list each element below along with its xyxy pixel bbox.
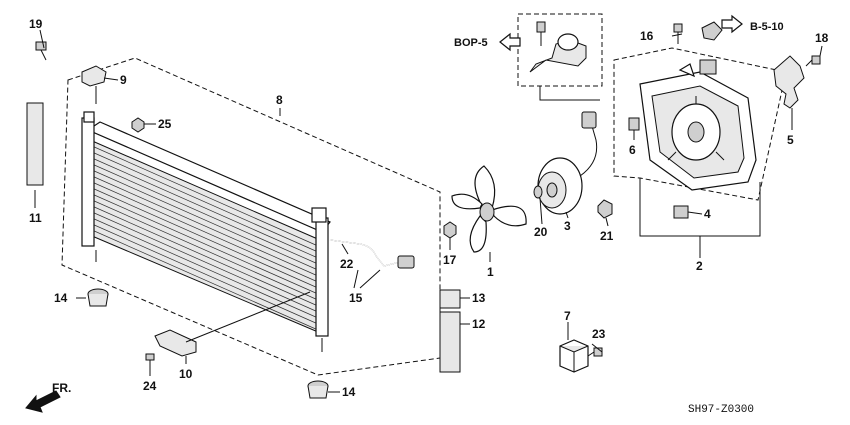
clip-21 <box>597 199 613 219</box>
callout-15: 15 <box>349 291 363 305</box>
callout-23: 23 <box>592 327 606 341</box>
fan-shroud <box>639 59 757 191</box>
fan-blade <box>451 165 527 253</box>
condenser-bracket <box>154 329 197 357</box>
seal-13 <box>439 289 461 309</box>
callout-6: 6 <box>629 143 636 157</box>
callout-20: 20 <box>534 225 548 239</box>
callout-14-upper: 14 <box>54 291 68 305</box>
callout-11: 11 <box>29 211 42 225</box>
shroud-bracket <box>773 55 805 109</box>
seal-11 <box>26 102 44 186</box>
fan-motor <box>537 111 598 215</box>
callout-7: 7 <box>564 309 571 323</box>
upper-bracket <box>81 65 107 87</box>
callout-24: 24 <box>143 379 157 393</box>
inset-bracket <box>529 21 587 73</box>
callout-3: 3 <box>564 219 571 233</box>
inset-box <box>517 13 603 87</box>
bolt-19 <box>35 41 47 61</box>
bop-reference-arrow <box>499 32 521 52</box>
callout-18: 18 <box>815 31 829 45</box>
clip-top <box>701 21 723 41</box>
callout-5: 5 <box>787 133 794 147</box>
callout-19: 19 <box>29 17 43 31</box>
b-reference-arrow <box>721 14 743 34</box>
callout-10: 10 <box>179 367 193 381</box>
front-direction-label: FR. <box>52 381 71 395</box>
callout-4: 4 <box>704 207 711 221</box>
washer-20 <box>533 185 543 199</box>
callout-22: 22 <box>340 257 354 271</box>
callout-21: 21 <box>600 229 614 243</box>
callout-1: 1 <box>487 265 494 279</box>
condenser-pipe <box>329 239 415 269</box>
callout-13: 13 <box>472 291 486 305</box>
nut-17 <box>443 221 457 239</box>
bolt-16 <box>673 23 683 44</box>
callout-16: 16 <box>640 29 654 43</box>
shroud-outline <box>613 47 787 201</box>
callout-labels: 19 9 25 8 11 14 14 24 10 22 15 13 12 17 … <box>29 17 829 399</box>
callout-14-lower: 14 <box>342 385 356 399</box>
condenser <box>81 111 331 352</box>
callout-17: 17 <box>443 253 457 267</box>
cushion-lower <box>307 380 329 399</box>
diagram-code: SH97-Z0300 <box>688 404 754 416</box>
cushion-upper <box>87 288 109 307</box>
callout-8: 8 <box>276 93 283 107</box>
callout-9: 9 <box>120 73 127 87</box>
leader-lines <box>34 29 823 393</box>
callout-12: 12 <box>472 317 486 331</box>
bop-reference-label: BOP-5 <box>454 37 488 49</box>
front-direction-arrow: FR. <box>25 381 71 413</box>
nut-25 <box>131 117 145 133</box>
callout-2: 2 <box>696 259 703 273</box>
seal-12 <box>439 311 461 373</box>
bolt-24 <box>145 353 155 368</box>
clip-6 <box>628 117 640 131</box>
bolt-23 <box>587 347 603 357</box>
bolt-18 <box>805 55 821 67</box>
relay <box>559 339 589 373</box>
b-reference-label: B-5-10 <box>750 21 784 33</box>
clip-4 <box>673 205 689 219</box>
callout-25: 25 <box>158 117 172 131</box>
